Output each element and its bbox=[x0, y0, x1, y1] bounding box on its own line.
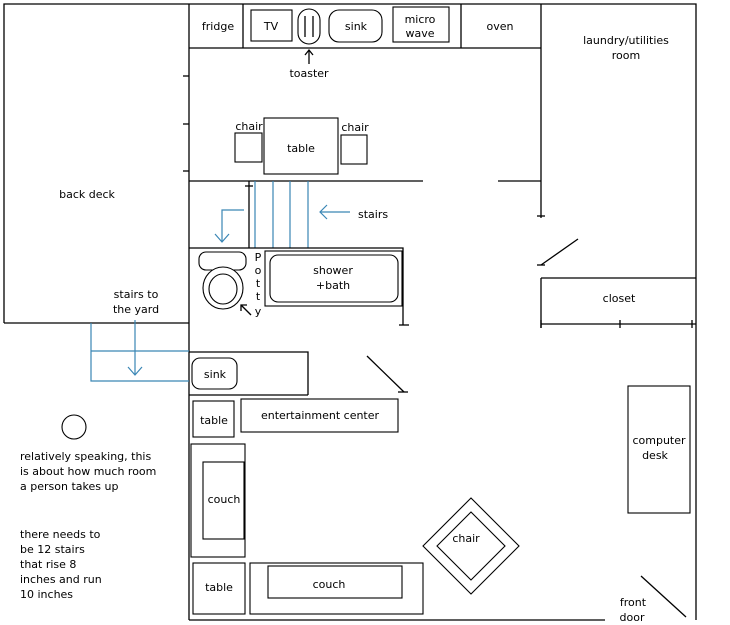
dining-table bbox=[263, 117, 339, 175]
front-door-label-2: door bbox=[620, 611, 645, 624]
person-circle bbox=[61, 414, 87, 440]
entertainment-center bbox=[240, 398, 399, 433]
shower-label-2: +bath bbox=[316, 279, 350, 292]
outer-walls bbox=[3, 3, 697, 621]
shower-label-1: shower bbox=[313, 264, 353, 277]
yard-stairs bbox=[90, 320, 189, 382]
note-line: that rise 8 bbox=[20, 558, 76, 571]
potty-letter: y bbox=[255, 305, 262, 318]
side-table-bottom-label: table bbox=[205, 581, 233, 594]
potty-label: P o t t y bbox=[255, 251, 262, 318]
side-table-bottom bbox=[192, 562, 246, 615]
note-line: a person takes up bbox=[20, 480, 118, 493]
chair-right-label: chair bbox=[341, 121, 369, 134]
closet-door bbox=[540, 238, 579, 266]
person-size-note: relatively speaking, this is about how m… bbox=[20, 450, 156, 493]
stairs-down-arrow bbox=[221, 209, 244, 242]
living-furniture bbox=[190, 385, 691, 618]
bath-sink-label: sink bbox=[204, 368, 227, 381]
computer-desk bbox=[627, 385, 691, 514]
dining-set bbox=[234, 117, 368, 175]
microwave-label-2: wave bbox=[405, 27, 434, 40]
side-table-top-label: table bbox=[200, 414, 228, 427]
potty-letter: t bbox=[256, 277, 261, 290]
entertainment-center-label: entertainment center bbox=[261, 409, 380, 422]
computer-desk-label-2: desk bbox=[642, 449, 668, 462]
potty-letter: P bbox=[255, 251, 262, 264]
laundry-label-1: laundry/utilities bbox=[583, 34, 669, 47]
oven-label: oven bbox=[487, 20, 514, 33]
toaster-icon bbox=[297, 8, 321, 45]
computer-desk-label-1: computer bbox=[632, 434, 686, 447]
closet-label: closet bbox=[603, 292, 636, 305]
note-line: relatively speaking, this bbox=[20, 450, 151, 463]
potty-letter: o bbox=[255, 264, 262, 277]
note-line: inches and run bbox=[20, 573, 102, 586]
bath-sink-counter bbox=[189, 351, 309, 396]
side-table-top bbox=[192, 400, 235, 438]
tv bbox=[250, 9, 293, 42]
stairs-label: stairs bbox=[358, 208, 388, 221]
chair-left bbox=[234, 132, 263, 163]
kitchen-sink bbox=[328, 9, 383, 43]
fridge-label: fridge bbox=[202, 20, 234, 33]
note-line: is about how much room bbox=[20, 465, 156, 478]
interior-stairs bbox=[214, 181, 350, 248]
front-door-label-1: front bbox=[620, 596, 647, 609]
yard-stairs-label-1: stairs to bbox=[114, 288, 159, 301]
armchair-label: chair bbox=[452, 532, 480, 545]
note-line: be 12 stairs bbox=[20, 543, 85, 556]
interior-walls bbox=[189, 180, 696, 328]
potty-letter: t bbox=[256, 290, 261, 303]
chair-left-label: chair bbox=[235, 120, 263, 133]
living-door bbox=[366, 355, 405, 393]
toaster-label: toaster bbox=[289, 67, 329, 80]
bathroom bbox=[189, 247, 409, 326]
couch-left-label: couch bbox=[208, 493, 241, 506]
dining-table-label: table bbox=[287, 142, 315, 155]
laundry-label-2: room bbox=[612, 49, 640, 62]
microwave bbox=[392, 6, 450, 43]
note-line: 10 inches bbox=[20, 588, 73, 601]
front-door bbox=[640, 575, 687, 618]
note-line: there needs to bbox=[20, 528, 101, 541]
yard-stairs-label-2: the yard bbox=[113, 303, 159, 316]
kitchen-counter bbox=[189, 4, 545, 218]
kitchen-sink-label: sink bbox=[345, 20, 368, 33]
tv-label: TV bbox=[263, 20, 279, 33]
chair-right bbox=[340, 134, 368, 165]
stairs-requirement-note: there needs to be 12 stairs that rise 8 … bbox=[20, 528, 102, 601]
microwave-label-1: micro bbox=[405, 13, 436, 26]
back-deck-label: back deck bbox=[59, 188, 115, 201]
couch-bottom-label: couch bbox=[313, 578, 346, 591]
bath-sink bbox=[191, 357, 238, 390]
wall-ticks bbox=[183, 75, 189, 172]
